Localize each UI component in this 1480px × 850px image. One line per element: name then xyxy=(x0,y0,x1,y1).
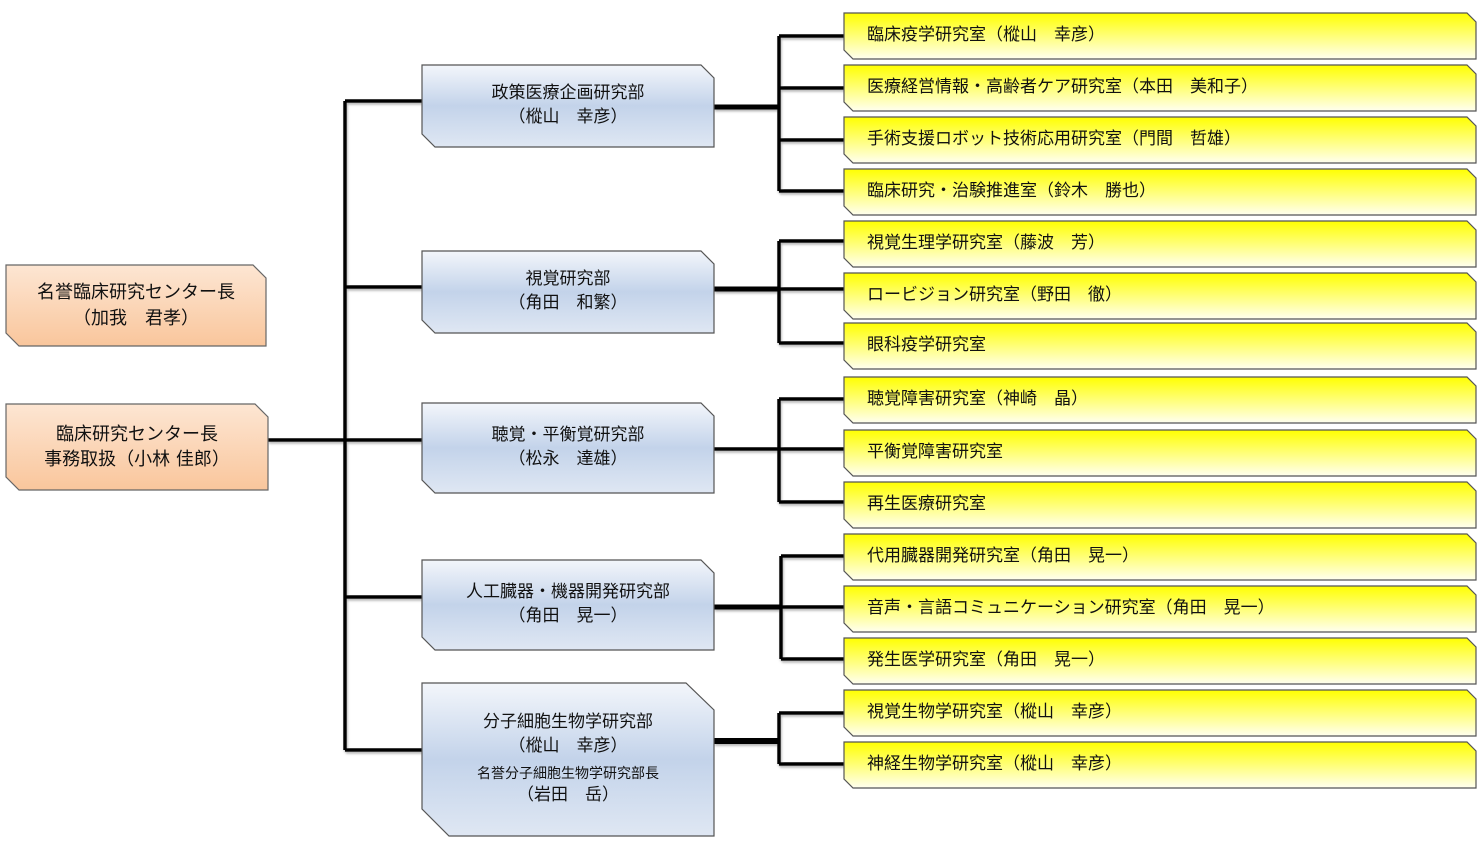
department-head: （松永 達雄） xyxy=(508,449,628,469)
lab-name: 再生医療研究室 xyxy=(867,494,986,515)
department-head: （角田 和繁） xyxy=(508,293,628,313)
department-head: （樅山 幸彦） xyxy=(508,735,628,756)
emeritus-director-title: 名誉臨床研究センター長 xyxy=(37,282,235,304)
lab-box: 音声・言語コミュニケーション研究室（角田 晃一） xyxy=(843,585,1477,633)
lab-name: 平衡覚障害研究室 xyxy=(867,442,1003,463)
lab-name: 医療経営情報・高齢者ケア研究室（本田 美和子） xyxy=(867,77,1258,98)
department-box: 分子細胞生物学研究部 （樅山 幸彦） 名誉分子細胞生物学研究部長 （岩田 岳） xyxy=(421,682,715,837)
lab-box: 手術支援ロボット技術応用研究室（門間 哲雄） xyxy=(843,116,1477,164)
center-director-name: 事務取扱（小林 佳郎） xyxy=(44,449,230,470)
department-head: （樅山 幸彦） xyxy=(508,107,628,127)
lab-name: 視覚生物学研究室（樅山 幸彦） xyxy=(867,702,1122,723)
lab-box: 臨床疫学研究室（樅山 幸彦） xyxy=(843,12,1477,60)
lab-box: 眼科疫学研究室 xyxy=(843,322,1477,370)
lab-name: 臨床研究・治験推進室（鈴木 勝也） xyxy=(867,181,1156,202)
emeritus-director-box: 名誉臨床研究センター長 （加我 君孝） xyxy=(5,264,267,347)
lab-box: ロービジョン研究室（野田 徹） xyxy=(843,272,1477,320)
lab-box: 発生医学研究室（角田 晃一） xyxy=(843,637,1477,685)
lab-box: 平衡覚障害研究室 xyxy=(843,429,1477,477)
lab-name: 臨床疫学研究室（樅山 幸彦） xyxy=(867,25,1105,46)
department-box: 視覚研究部 （角田 和繁） xyxy=(421,250,715,334)
department-box: 人工臓器・機器開発研究部 （角田 晃一） xyxy=(421,559,715,651)
lab-box: 臨床研究・治験推進室（鈴木 勝也） xyxy=(843,168,1477,216)
lab-name: 手術支援ロボット技術応用研究室（門間 哲雄） xyxy=(867,129,1241,150)
lab-name: 視覚生理学研究室（藤波 芳） xyxy=(867,233,1105,254)
department-title: 視覚研究部 xyxy=(525,269,611,290)
department-title: 人工臓器・機器開発研究部 xyxy=(466,582,670,603)
department-emeritus-name: （岩田 岳） xyxy=(517,785,619,806)
lab-box: 神経生物学研究室（樅山 幸彦） xyxy=(843,741,1477,789)
lab-name: 発生医学研究室（角田 晃一） xyxy=(867,650,1105,671)
department-emeritus-title: 名誉分子細胞生物学研究部長 xyxy=(477,765,659,782)
department-box: 聴覚・平衡覚研究部 （松永 達雄） xyxy=(421,402,715,494)
center-director-title: 臨床研究センター長 xyxy=(56,423,218,445)
lab-box: 視覚生物学研究室（樅山 幸彦） xyxy=(843,689,1477,737)
lab-box: 聴覚障害研究室（神崎 晶） xyxy=(843,376,1477,424)
lab-name: 眼科疫学研究室 xyxy=(867,335,986,356)
department-title: 聴覚・平衡覚研究部 xyxy=(491,425,645,446)
lab-box: 視覚生理学研究室（藤波 芳） xyxy=(843,220,1477,268)
department-head: （角田 晃一） xyxy=(508,606,628,626)
department-box: 政策医療企画研究部 （樅山 幸彦） xyxy=(421,64,715,148)
department-title: 政策医療企画研究部 xyxy=(491,83,645,104)
lab-box: 再生医療研究室 xyxy=(843,481,1477,529)
center-director-box: 臨床研究センター長 事務取扱（小林 佳郎） xyxy=(5,403,269,491)
emeritus-director-name: （加我 君孝） xyxy=(73,307,199,329)
lab-name: 聴覚障害研究室（神崎 晶） xyxy=(867,389,1088,410)
lab-name: ロービジョン研究室（野田 徹） xyxy=(867,285,1122,306)
lab-name: 神経生物学研究室（樅山 幸彦） xyxy=(867,754,1122,775)
lab-name: 代用臓器開発研究室（角田 晃一） xyxy=(867,546,1139,567)
lab-box: 医療経営情報・高齢者ケア研究室（本田 美和子） xyxy=(843,64,1477,112)
department-title: 分子細胞生物学研究部 xyxy=(483,712,653,732)
lab-name: 音声・言語コミュニケーション研究室（角田 晃一） xyxy=(867,598,1275,619)
lab-box: 代用臓器開発研究室（角田 晃一） xyxy=(843,533,1477,581)
